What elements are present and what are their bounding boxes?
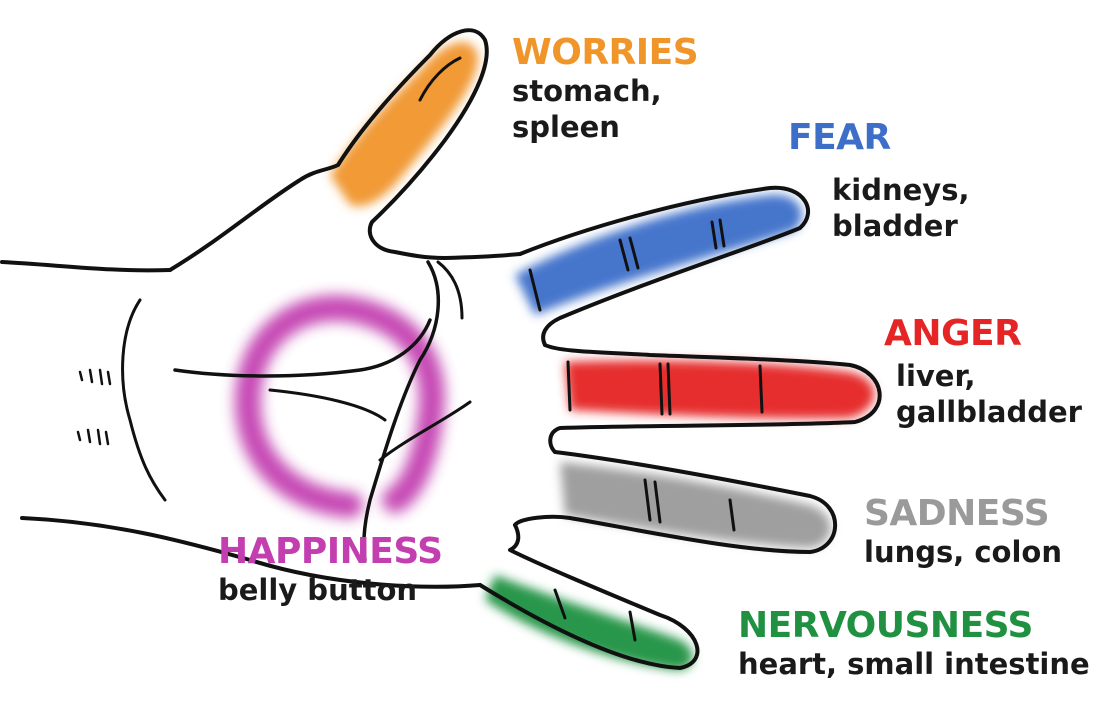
middle-finger-outline: [543, 343, 882, 454]
organ-worries-1: stomach,: [512, 74, 662, 108]
organ-nervousness: heart, small intestine: [738, 647, 1090, 681]
pinky-finger-color: [485, 575, 693, 671]
emotion-anger: ANGER: [884, 313, 1022, 354]
organ-anger-1: liver,: [896, 359, 976, 393]
emotion-fear: FEAR: [788, 117, 891, 158]
knuckle-mark: [76, 428, 110, 446]
wrist-crease-1: [121, 298, 167, 502]
thumb-color: [330, 42, 479, 207]
label-sadness: SADNESS lungs, colon: [864, 494, 1062, 570]
palm-crease-head: [173, 318, 432, 378]
label-fear-organs: kidneys, bladder: [832, 172, 969, 244]
label-fear-emotion: FEAR: [788, 118, 891, 158]
finger-joint-marks: [553, 588, 637, 642]
organ-fear-1: kidneys,: [832, 173, 970, 207]
pinky-finger-outline: [478, 523, 700, 670]
emotion-sadness: SADNESS: [864, 493, 1050, 534]
hand-top-outline: [168, 28, 522, 272]
happiness-circle: [234, 295, 445, 518]
organ-sadness: lungs, colon: [864, 535, 1062, 569]
label-happiness: HAPPINESS belly button: [218, 532, 443, 608]
wrist-top-line: [0, 260, 172, 273]
emotion-nervousness: NERVOUSNESS: [738, 605, 1033, 646]
index-finger-outline: [518, 185, 811, 347]
emotion-happiness: HAPPINESS: [218, 531, 443, 572]
organ-anger-2: gallbladder: [896, 395, 1082, 429]
organ-fear-2: bladder: [832, 209, 958, 243]
label-worries: WORRIES stomach, spleen: [512, 32, 699, 145]
organ-happiness: belly button: [218, 573, 418, 607]
palm-crease-life: [362, 260, 440, 562]
emotion-worries: WORRIES: [512, 32, 699, 73]
ring-finger-outline: [513, 450, 838, 554]
finger-joint-marks: [528, 218, 726, 312]
label-nervousness: NERVOUSNESS heart, small intestine: [738, 606, 1090, 682]
middle-finger-color: [565, 360, 875, 419]
finger-joint-marks: [566, 360, 764, 416]
organ-worries-2: spleen: [512, 110, 620, 144]
label-anger-organs: liver, gallbladder: [896, 358, 1082, 430]
thumb-nail: [418, 56, 462, 102]
wrist-crease-2: [436, 260, 464, 320]
ring-finger-color: [560, 462, 831, 548]
finger-joint-marks: [643, 478, 736, 532]
palm-crease-heart: [268, 388, 387, 422]
label-anger: ANGER: [884, 313, 1022, 354]
index-finger-color: [515, 194, 802, 315]
hand-bottom-outline: [20, 516, 482, 589]
palm-crease-lower: [378, 400, 472, 462]
knuckle-mark: [78, 368, 112, 386]
